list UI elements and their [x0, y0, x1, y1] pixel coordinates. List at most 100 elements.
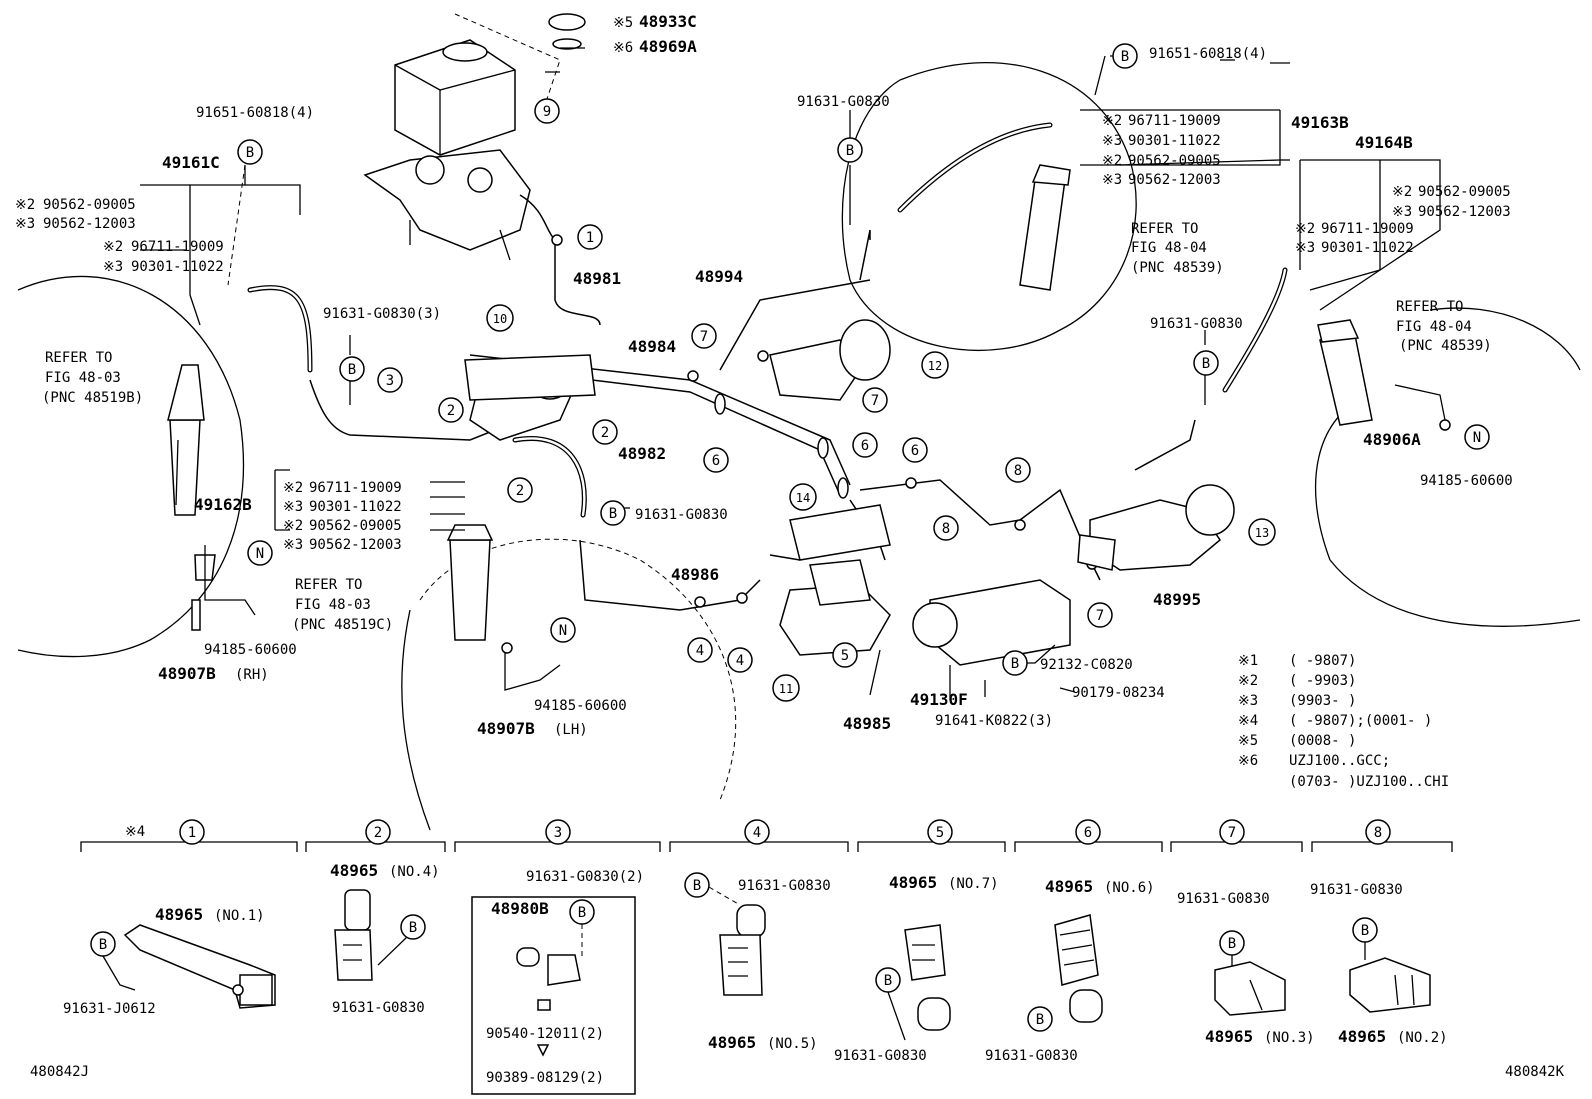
svg-text:※2: ※2	[283, 518, 303, 534]
svg-text:※5: ※5	[1238, 733, 1258, 749]
right-rear-shock	[1317, 319, 1373, 426]
svg-text:48965: 48965	[1205, 1027, 1253, 1046]
svg-text:B: B	[1121, 49, 1129, 65]
part-number-labels: ※5 48933C ※6 48969A 91651-60818(4) 49161…	[15, 12, 1513, 738]
callout-8a: 8	[933, 515, 959, 541]
svg-text:48965: 48965	[889, 873, 937, 892]
svg-text:(NO.5): (NO.5)	[767, 1036, 818, 1052]
svg-text:96711-19009: 96711-19009	[1321, 221, 1414, 237]
callout-11: 11	[772, 674, 800, 702]
svg-text:8: 8	[942, 521, 950, 537]
svg-text:13: 13	[1255, 526, 1269, 540]
svg-text:7: 7	[871, 393, 879, 409]
svg-text:※3: ※3	[15, 216, 35, 232]
svg-text:※3: ※3	[1392, 204, 1412, 220]
svg-text:10: 10	[493, 312, 507, 326]
svg-text:REFER TO: REFER TO	[295, 577, 362, 593]
svg-text:48969A: 48969A	[639, 37, 697, 56]
callout-2c: 2	[507, 477, 533, 503]
callout-3: 3	[377, 367, 403, 393]
svg-text:2: 2	[447, 403, 455, 419]
svg-text:※2: ※2	[1102, 113, 1122, 129]
svg-text:48985: 48985	[843, 714, 891, 733]
svg-text:94185-60600: 94185-60600	[204, 642, 297, 658]
svg-text:(NO.6): (NO.6)	[1104, 880, 1155, 896]
svg-text:7: 7	[1096, 608, 1104, 624]
svg-text:( -9807): ( -9807)	[1289, 653, 1356, 669]
left-rear-shock	[446, 524, 494, 641]
callout-7b: 7	[862, 387, 888, 413]
svg-text:(LH): (LH)	[554, 722, 588, 738]
svg-text:90389-08129(2): 90389-08129(2)	[486, 1070, 604, 1086]
callout-7c: 7	[1087, 602, 1113, 628]
svg-text:※2: ※2	[1238, 673, 1258, 689]
svg-text:※5: ※5	[613, 15, 633, 31]
svg-text:96711-19009: 96711-19009	[1128, 113, 1221, 129]
svg-text:90540-12011(2): 90540-12011(2)	[486, 1026, 604, 1042]
svg-text:(NO.4): (NO.4)	[389, 864, 440, 880]
svg-text:4: 4	[696, 643, 704, 659]
svg-text:3: 3	[386, 373, 394, 389]
svg-text:6: 6	[712, 453, 720, 469]
brake-master-cylinder-reservoir	[363, 39, 531, 261]
svg-text:48981: 48981	[573, 269, 621, 288]
svg-text:92132-C0820: 92132-C0820	[1040, 657, 1133, 673]
callout-9: 9	[534, 98, 560, 124]
detail-panel-2: 2 48965 (NO.4) B 91631-G0830	[330, 819, 440, 1016]
svg-text:94185-60600: 94185-60600	[534, 698, 627, 714]
svg-text:49130F: 49130F	[910, 690, 968, 709]
left-front-shock	[167, 364, 205, 516]
svg-text:※2: ※2	[1295, 221, 1315, 237]
footnotes-block: ※1( -9807) ※2( -9903) ※3(9903- ) ※4( -98…	[1238, 653, 1449, 790]
svg-text:91651-60818(4): 91651-60818(4)	[1149, 46, 1267, 62]
svg-text:90562-12003: 90562-12003	[309, 537, 402, 553]
marker-n-2: N	[550, 617, 576, 643]
svg-text:※4: ※4	[125, 824, 145, 840]
svg-text:※3: ※3	[103, 259, 123, 275]
svg-text:※2: ※2	[1392, 184, 1412, 200]
svg-text:FIG 48-04: FIG 48-04	[1131, 240, 1207, 256]
svg-text:48965: 48965	[155, 905, 203, 924]
svg-text:480842K: 480842K	[1505, 1064, 1565, 1080]
figure-codes: 480842J 480842K	[30, 1064, 1565, 1080]
svg-text:※1: ※1	[1238, 653, 1258, 669]
svg-text:91631-G0830: 91631-G0830	[635, 507, 728, 523]
svg-text:B: B	[409, 920, 417, 936]
marker-b-5: B	[1193, 350, 1219, 376]
svg-text:49161C: 49161C	[162, 153, 220, 172]
svg-text:5: 5	[841, 648, 849, 664]
svg-text:B: B	[609, 506, 617, 522]
svg-text:※4: ※4	[1238, 713, 1258, 729]
svg-text:91631-J0612: 91631-J0612	[63, 1001, 156, 1017]
svg-text:※3: ※3	[1238, 693, 1258, 709]
svg-text:91631-G0830: 91631-G0830	[1310, 882, 1403, 898]
svg-text:2: 2	[516, 483, 524, 499]
svg-text:6: 6	[911, 443, 919, 459]
svg-text:91631-G0830(2): 91631-G0830(2)	[526, 869, 644, 885]
svg-text:90562-09005: 90562-09005	[309, 518, 402, 534]
svg-text:N: N	[559, 623, 567, 639]
svg-text:91641-K0822(3): 91641-K0822(3)	[935, 713, 1053, 729]
detail-panel-8: 8 91631-G0830 B 48965 (NO.2)	[1310, 819, 1448, 1046]
svg-text:90562-09005: 90562-09005	[1128, 153, 1221, 169]
svg-text:1: 1	[188, 825, 196, 841]
svg-text:49163B: 49163B	[1291, 113, 1349, 132]
callout-10: 10	[486, 304, 514, 332]
svg-text:2: 2	[374, 825, 382, 841]
svg-text:※6: ※6	[613, 40, 633, 56]
svg-text:49164B: 49164B	[1355, 133, 1413, 152]
svg-text:B: B	[1036, 1012, 1044, 1028]
svg-text:(NO.7): (NO.7)	[948, 876, 999, 892]
svg-text:14: 14	[796, 491, 810, 505]
svg-text:3: 3	[554, 825, 562, 841]
svg-text:91631-G0830: 91631-G0830	[1177, 891, 1270, 907]
wheel-arc-outlines	[17, 62, 1581, 831]
svg-text:48965: 48965	[330, 861, 378, 880]
svg-text:90301-11022: 90301-11022	[1321, 240, 1414, 256]
svg-text:11: 11	[779, 682, 793, 696]
svg-text:REFER TO: REFER TO	[1396, 299, 1463, 315]
svg-text:FIG 48-03: FIG 48-03	[295, 597, 371, 613]
svg-text:※3: ※3	[283, 499, 303, 515]
